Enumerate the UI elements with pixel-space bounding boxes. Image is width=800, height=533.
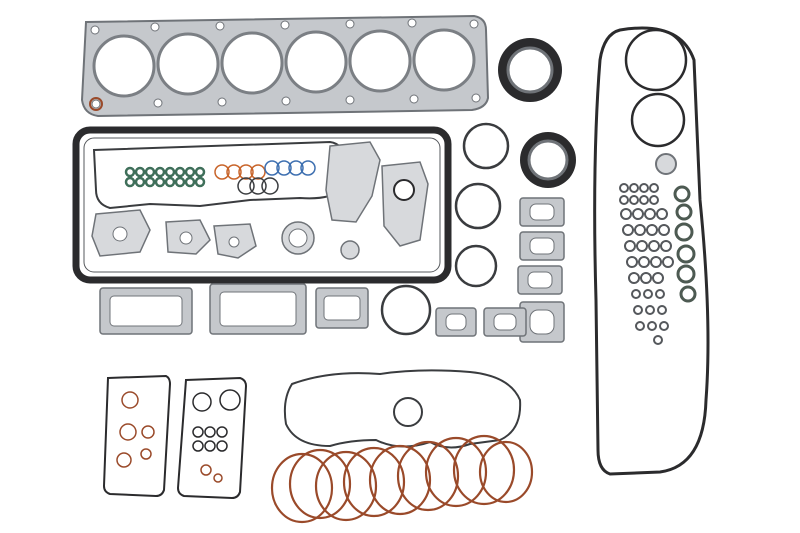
housing-gaskets <box>325 141 429 260</box>
oil-pan-gasket <box>72 126 452 284</box>
o-rings-dark <box>237 177 279 195</box>
round-gaskets <box>380 122 510 336</box>
valve-stem-seals-green <box>124 166 206 188</box>
bonded-seals-column <box>673 185 697 303</box>
seal-sheet-left <box>102 374 172 498</box>
seal-sheet-right <box>176 376 248 500</box>
washers-cluster <box>619 183 674 345</box>
copper-rings <box>270 434 534 524</box>
cylinder-head-gasket <box>80 14 490 118</box>
crankshaft-seal-front <box>498 38 562 102</box>
o-rings-orange <box>214 164 266 180</box>
o-rings-blue <box>264 160 316 176</box>
crankshaft-seal-rear <box>520 132 576 188</box>
rocker-cover-gasket <box>593 26 710 476</box>
exhaust-gasket-ports <box>445 203 555 335</box>
